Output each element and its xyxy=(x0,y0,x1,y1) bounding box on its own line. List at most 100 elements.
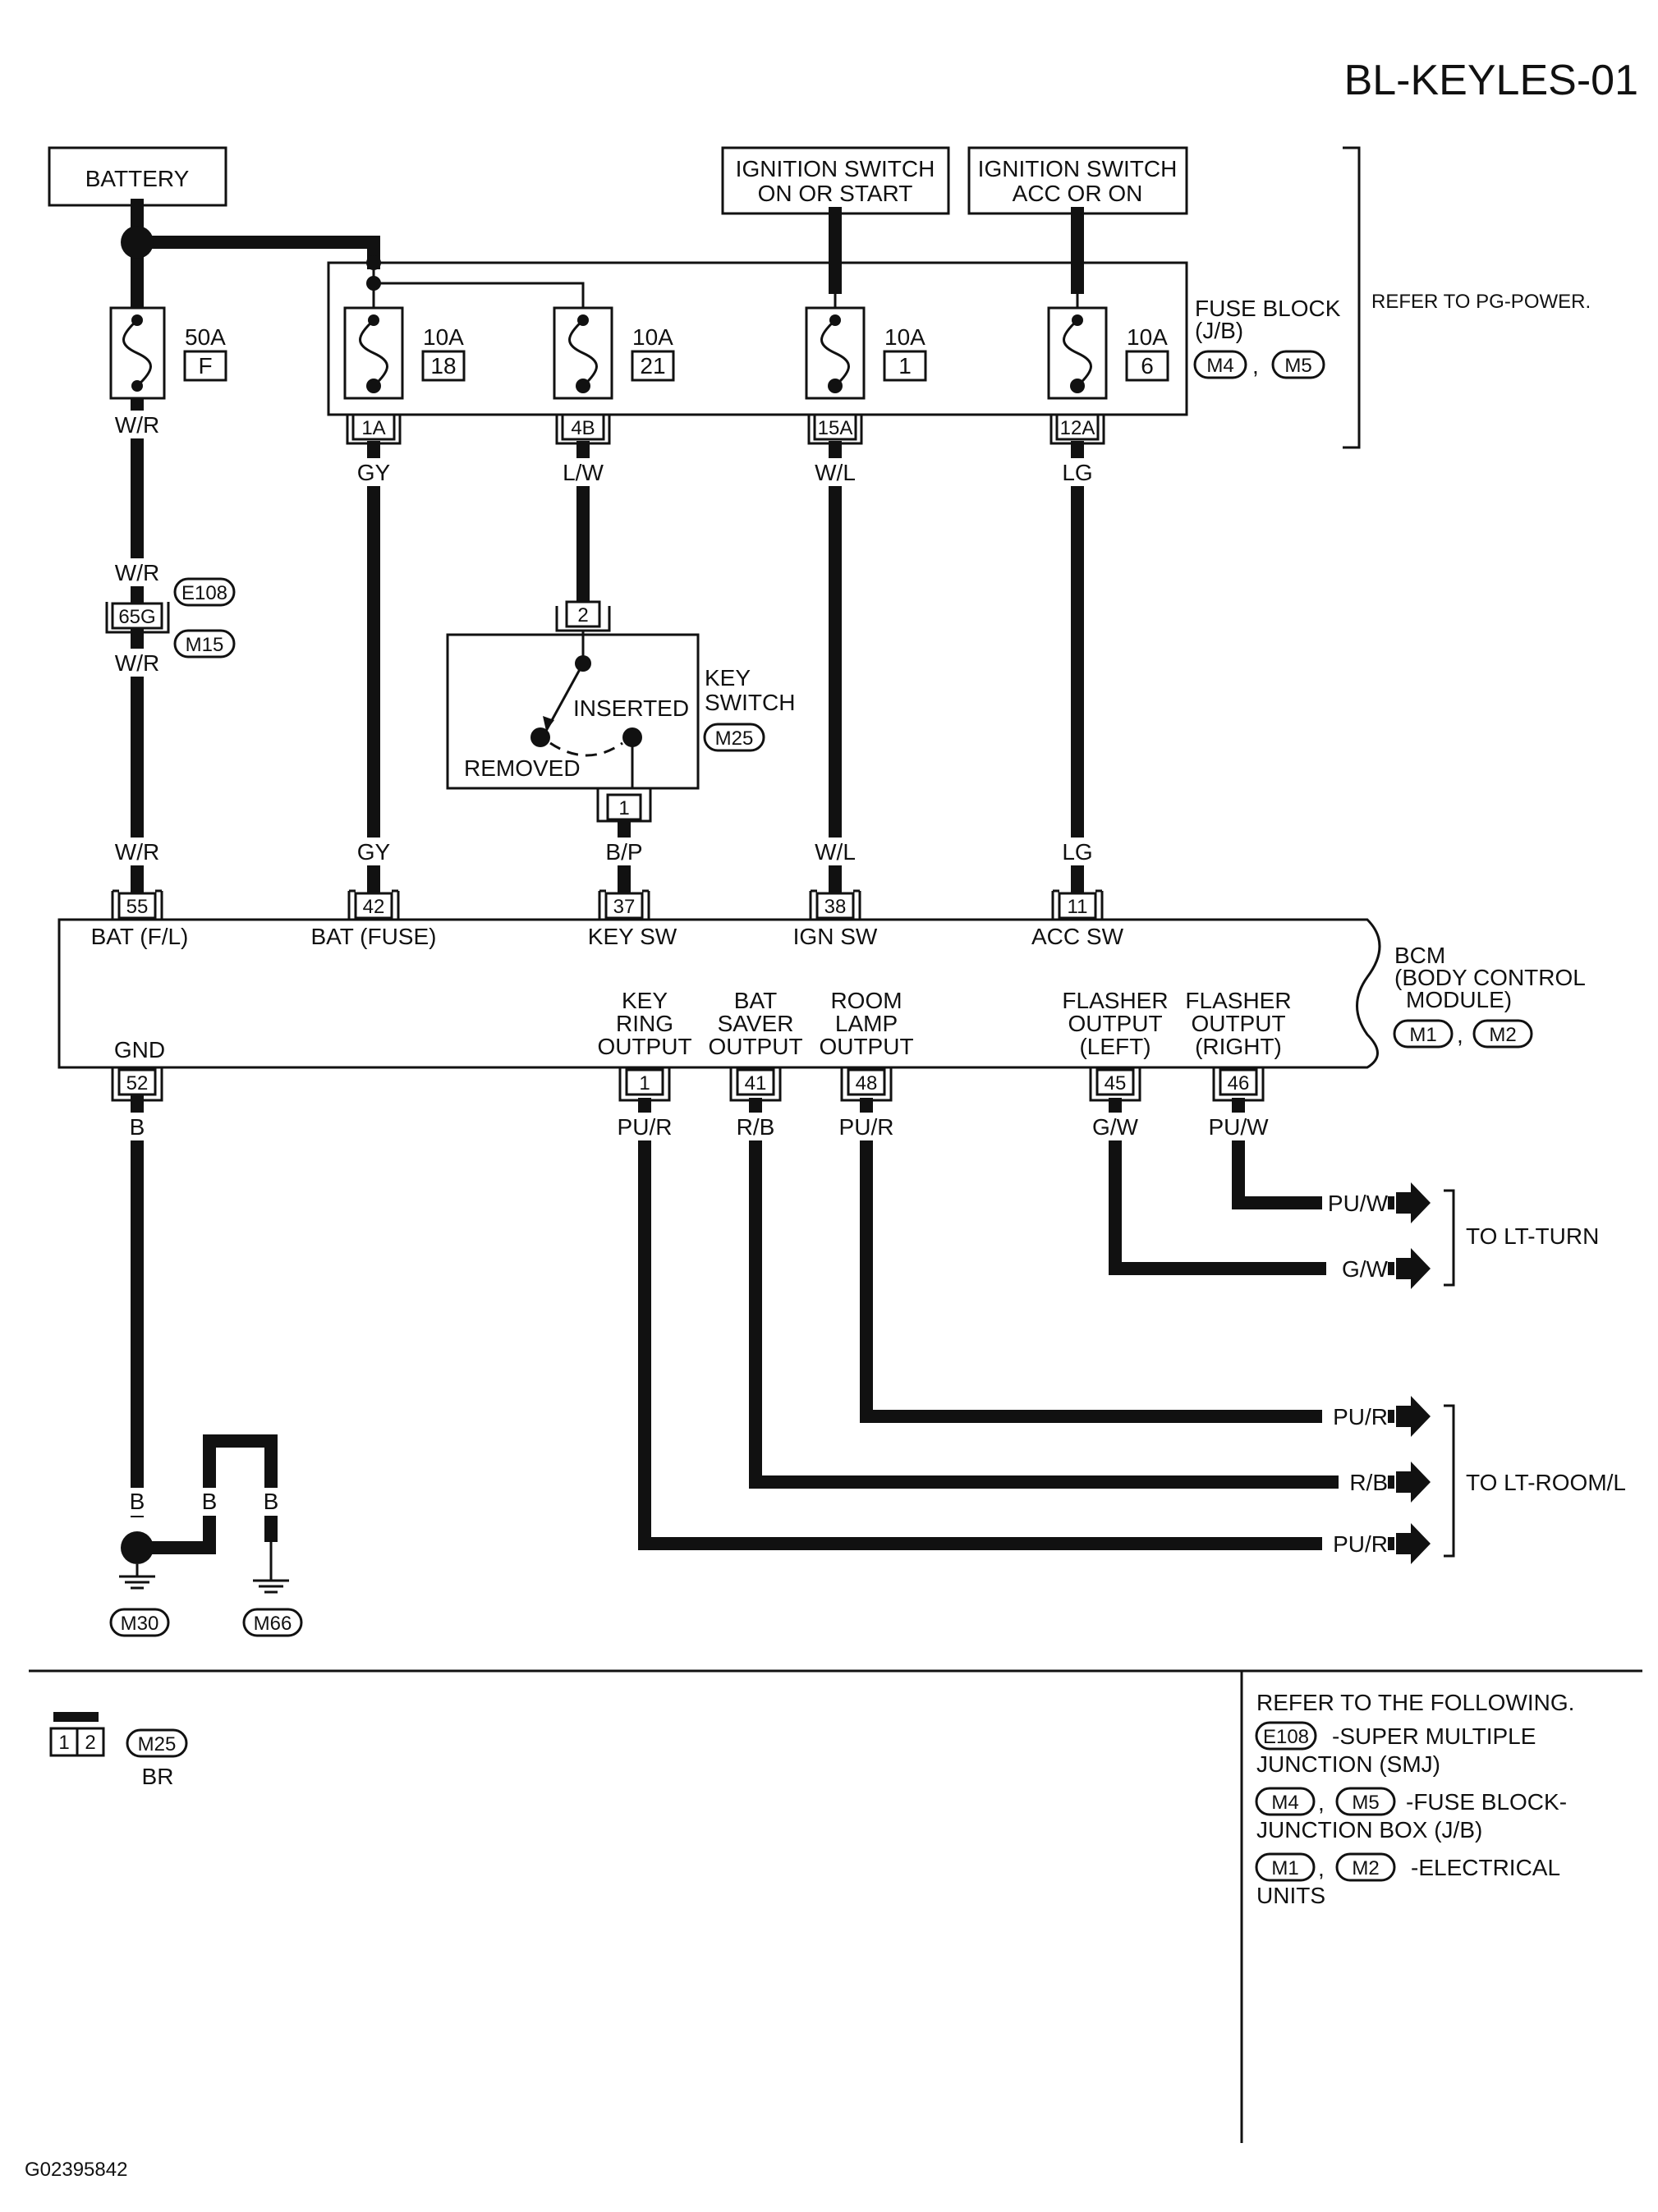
fuse-block-conn-a-label: M4 xyxy=(1206,355,1233,377)
svg-text:OUTPUT: OUTPUT xyxy=(708,1034,802,1059)
fuse-block-internal xyxy=(372,263,1079,308)
svg-text:E108: E108 xyxy=(181,582,227,604)
svg-text:50A: 50A xyxy=(185,324,226,350)
svg-text:65G: 65G xyxy=(118,606,155,628)
svg-text:R/B: R/B xyxy=(1349,1470,1388,1495)
svg-text:55: 55 xyxy=(126,896,149,918)
svg-text:12A: 12A xyxy=(1060,417,1095,439)
svg-text:,: , xyxy=(1318,1856,1325,1881)
battery-label: BATTERY xyxy=(85,166,190,191)
svg-text:-SUPER MULTIPLE: -SUPER MULTIPLE xyxy=(1332,1723,1536,1749)
wire-labels-upper: W/R GY L/W W/L LG xyxy=(115,411,1095,486)
svg-text:M1: M1 xyxy=(1271,1857,1298,1879)
svg-text:ACC SW: ACC SW xyxy=(1031,924,1124,949)
svg-text:2: 2 xyxy=(85,1732,95,1754)
svg-text:TO LT-TURN: TO LT-TURN xyxy=(1466,1223,1599,1249)
svg-text:PU/W: PU/W xyxy=(1208,1114,1269,1140)
svg-text:45: 45 xyxy=(1105,1072,1127,1095)
svg-text:ROOM: ROOM xyxy=(830,988,902,1013)
svg-text:M1: M1 xyxy=(1409,1024,1436,1046)
svg-text:1: 1 xyxy=(618,797,629,819)
svg-text:BAT (FUSE): BAT (FUSE) xyxy=(311,924,437,949)
reference-list: REFER TO THE FOLLOWING. E108 -SUPER MULT… xyxy=(1255,1690,1574,1908)
svg-text:W/R: W/R xyxy=(115,412,159,438)
svg-text:M2: M2 xyxy=(1489,1024,1516,1046)
svg-text:41: 41 xyxy=(745,1072,767,1095)
svg-text:M4: M4 xyxy=(1271,1792,1298,1814)
svg-text:L/W: L/W xyxy=(563,460,604,485)
svg-text:SAVER: SAVER xyxy=(718,1011,794,1036)
svg-text:PU/R: PU/R xyxy=(1333,1531,1388,1557)
svg-text:LG: LG xyxy=(1062,839,1092,865)
svg-text:G/W: G/W xyxy=(1092,1114,1139,1140)
svg-text:PU/R: PU/R xyxy=(618,1114,673,1140)
svg-text:KEY: KEY xyxy=(622,988,668,1013)
svg-text:M25: M25 xyxy=(138,1733,177,1755)
svg-text:B: B xyxy=(130,1489,145,1514)
image-code: G02395842 xyxy=(25,2159,127,2181)
diagram-title: BL-KEYLES-01 xyxy=(1344,57,1638,104)
svg-text:E108: E108 xyxy=(1263,1726,1309,1748)
svg-text:REFER TO THE FOLLOWING.: REFER TO THE FOLLOWING. xyxy=(1256,1690,1574,1715)
svg-text:OUTPUT: OUTPUT xyxy=(1191,1011,1285,1036)
svg-text:JUNCTION (SMJ): JUNCTION (SMJ) xyxy=(1256,1751,1440,1777)
svg-text:1: 1 xyxy=(639,1072,650,1095)
svg-text:M5: M5 xyxy=(1352,1792,1379,1814)
fuse-6: 10A 6 xyxy=(1047,306,1169,400)
ignition-acc-on-label-2: ACC OR ON xyxy=(1013,181,1143,206)
svg-text:4B: 4B xyxy=(571,417,595,439)
svg-text:,: , xyxy=(1318,1790,1325,1815)
svg-text:GND: GND xyxy=(114,1037,165,1062)
fuse-block-label-2: (J/B) xyxy=(1195,318,1243,343)
svg-text:LG: LG xyxy=(1062,460,1092,485)
svg-text:OUTPUT: OUTPUT xyxy=(1068,1011,1162,1036)
svg-text:37: 37 xyxy=(613,896,636,918)
svg-text:BAT: BAT xyxy=(734,988,777,1013)
svg-text:18: 18 xyxy=(430,353,456,379)
fuse-50a: 50A F xyxy=(109,306,227,400)
fuse-block-conn-a xyxy=(1193,350,1247,379)
refer-bracket xyxy=(1343,146,1361,449)
fuse-block-conn-b xyxy=(1271,350,1325,379)
fuse-18: 10A 18 xyxy=(343,306,466,400)
fuse-output-connectors: 1A 4B 15A 12A xyxy=(346,413,1105,445)
junction-65g: W/R 65G W/R E108 M15 xyxy=(105,558,236,677)
wires xyxy=(131,199,1394,1554)
svg-text:W/R: W/R xyxy=(115,650,159,676)
svg-text:38: 38 xyxy=(824,896,847,918)
svg-text:1A: 1A xyxy=(361,417,385,439)
svg-text:M25: M25 xyxy=(715,727,754,750)
conn-separator: , xyxy=(1252,353,1259,379)
svg-text:LAMP: LAMP xyxy=(835,1011,898,1036)
svg-text:1: 1 xyxy=(898,353,912,379)
svg-text:10A: 10A xyxy=(1127,324,1168,350)
svg-text:-ELECTRICAL: -ELECTRICAL xyxy=(1411,1855,1560,1880)
svg-text:BAT (F/L): BAT (F/L) xyxy=(91,924,189,949)
ignition-acc-on-label-1: IGNITION SWITCH xyxy=(978,156,1178,181)
svg-text:W/L: W/L xyxy=(815,460,856,485)
ground-section: B B B M30 M66 xyxy=(109,1488,303,1637)
fuse-block xyxy=(327,261,1188,416)
ignition-on-start-box xyxy=(721,146,950,215)
svg-text:46: 46 xyxy=(1228,1072,1250,1095)
svg-text:2: 2 xyxy=(577,604,588,626)
ignition-on-start-label-1: IGNITION SWITCH xyxy=(736,156,935,181)
svg-text:W/R: W/R xyxy=(115,839,159,865)
svg-text:G/W: G/W xyxy=(1342,1256,1389,1282)
svg-text:REMOVED: REMOVED xyxy=(464,755,581,781)
svg-text:W/R: W/R xyxy=(115,560,159,585)
svg-text:48: 48 xyxy=(856,1072,878,1095)
svg-text:M30: M30 xyxy=(121,1613,159,1635)
svg-text:BR: BR xyxy=(142,1764,174,1789)
bcm-bottom-labels: GND KEY RING OUTPUT BAT SAVER OUTPUT ROO… xyxy=(114,988,1292,1062)
svg-text:M15: M15 xyxy=(186,634,224,656)
svg-text:MODULE): MODULE) xyxy=(1406,987,1512,1012)
fuse-21: 10A 21 xyxy=(553,306,675,400)
svg-text:42: 42 xyxy=(363,896,385,918)
battery-box xyxy=(48,146,227,207)
svg-text:FLASHER: FLASHER xyxy=(1185,988,1291,1013)
bcm-bottom-pins: 52 1 41 48 45 46 xyxy=(111,1067,1265,1102)
svg-text:OUTPUT: OUTPUT xyxy=(597,1034,691,1059)
svg-text:W/L: W/L xyxy=(815,839,856,865)
connector-view-m25: 1 2 M25 BR xyxy=(49,1712,188,1789)
